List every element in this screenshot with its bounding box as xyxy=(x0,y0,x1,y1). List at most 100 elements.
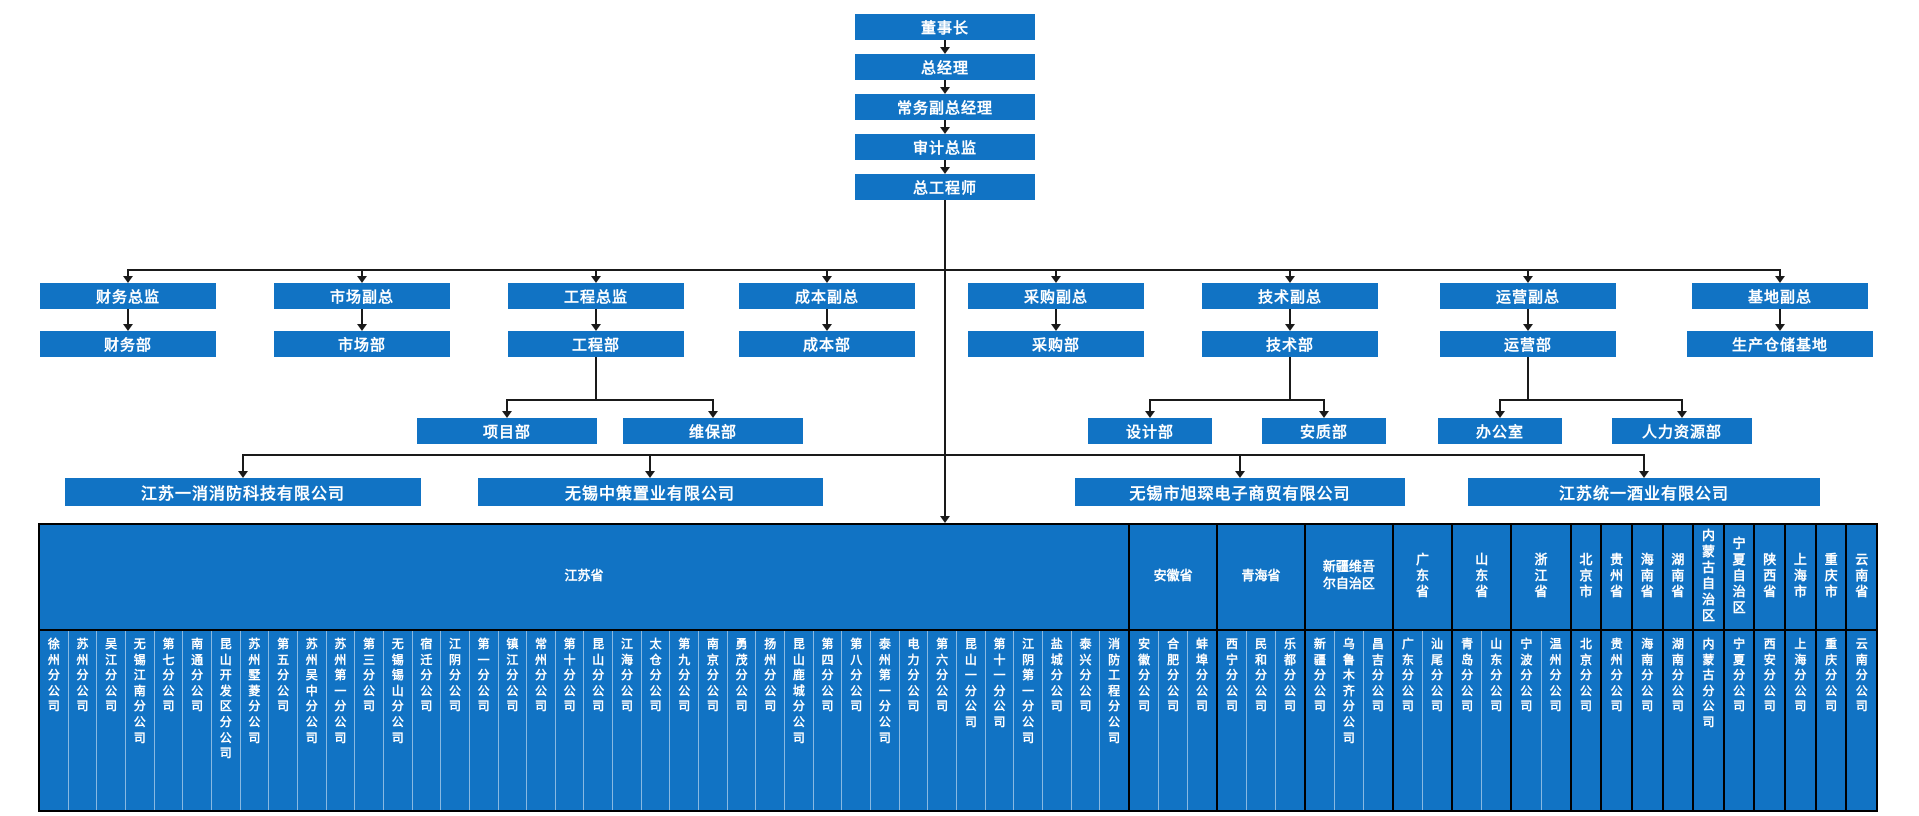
province-header: 宁夏自治区 xyxy=(1724,525,1754,631)
branch-cell: 民和分公司 xyxy=(1246,631,1275,810)
branch-label: 西宁分公司 xyxy=(1226,637,1239,714)
province-label: 湖南省 xyxy=(1671,553,1685,600)
arrow-down-icon xyxy=(1285,324,1295,331)
branch-cell: 南通分公司 xyxy=(182,631,211,810)
province-header: 内蒙古自治区 xyxy=(1694,525,1723,631)
branch-label: 第六分公司 xyxy=(936,637,949,714)
branch-cell: 南京分公司 xyxy=(698,631,727,810)
branch-label: 第七分公司 xyxy=(162,637,175,714)
region-group: 安徽省安徽分公司合肥分公司蚌埠分公司 xyxy=(1128,525,1217,810)
branch-cell: 泰州第一分公司 xyxy=(870,631,899,810)
branch-label: 昌吉分公司 xyxy=(1371,637,1384,714)
branch-cell: 贵州分公司 xyxy=(1602,631,1631,810)
branch-label: 昆山一分公司 xyxy=(964,637,977,729)
connector-line xyxy=(1499,400,1501,411)
branch-label: 江阴分公司 xyxy=(449,637,462,714)
branch-label: 山东分公司 xyxy=(1490,637,1503,714)
branch-label: 第八分公司 xyxy=(850,637,863,714)
branch-label: 无锡江南分公司 xyxy=(133,637,146,745)
branch-cell: 苏州吴中分公司 xyxy=(296,631,326,810)
branch-label: 民和分公司 xyxy=(1254,637,1267,714)
branch-cell: 乐都分公司 xyxy=(1274,631,1304,810)
branch-cell: 常州分公司 xyxy=(526,631,555,810)
region-group: 北京市北京分公司 xyxy=(1569,525,1601,810)
branch-cell: 宁夏分公司 xyxy=(1725,631,1754,810)
province-header: 新疆维吾尔自治区 xyxy=(1305,525,1392,631)
branch-label: 宁波分公司 xyxy=(1520,637,1533,714)
branch-label: 江阴第一分公司 xyxy=(1022,637,1035,745)
branch-row: 内蒙古分公司 xyxy=(1694,631,1723,810)
dept-head-box: 采购副总 xyxy=(968,283,1144,309)
region-group: 青海省西宁分公司 民和分公司乐都分公司 xyxy=(1216,525,1304,810)
region-group: 山东省青岛分公司山东分公司 xyxy=(1451,525,1511,810)
province-header: 山东省 xyxy=(1453,525,1511,631)
branch-cell: 扬州分公司 xyxy=(755,631,784,810)
branch-cell: 吴江分公司 xyxy=(96,631,125,810)
branch-label: 昆山开发区分公司 xyxy=(219,637,232,761)
province-label: 云南省 xyxy=(1855,553,1869,600)
branch-cell: 安徽分公司 xyxy=(1130,631,1158,810)
branch-label: 第十分公司 xyxy=(563,637,576,714)
connector-line xyxy=(361,270,363,276)
chain-node: 总经理 xyxy=(855,54,1035,80)
branch-label: 宁夏分公司 xyxy=(1733,637,1746,714)
branch-cell: 青岛分公司 xyxy=(1453,631,1481,810)
dept-head-box: 运营副总 xyxy=(1440,283,1616,309)
branch-cell: 第四分公司 xyxy=(812,631,842,810)
province-header: 浙江省 xyxy=(1512,525,1570,631)
branch-cell: 无锡江南分公司 xyxy=(124,631,154,810)
branch-cell: 宁波分公司 xyxy=(1512,631,1540,810)
dept-head-box: 财务总监 xyxy=(40,283,216,309)
branch-row: 徐州分公司苏州分公司吴江分公司无锡江南分公司第七分公司南通分公司昆山开发区分公司… xyxy=(40,631,1128,810)
branch-label: 南京分公司 xyxy=(706,637,719,714)
arrow-down-icon xyxy=(1319,411,1329,418)
branch-label: 内蒙古分公司 xyxy=(1702,637,1715,729)
province-label: 江苏省 xyxy=(564,568,604,584)
region-group: 内蒙古自治区内蒙古分公司 xyxy=(1692,525,1723,810)
arrow-down-icon xyxy=(1523,324,1533,331)
branch-label: 南通分公司 xyxy=(191,637,204,714)
branch-label: 北京分公司 xyxy=(1579,637,1592,714)
branch-cell: 温州分公司 xyxy=(1540,631,1570,810)
connector-line xyxy=(1239,455,1241,471)
dept-head-box: 成本副总 xyxy=(739,283,915,309)
arrow-down-icon xyxy=(1523,276,1533,283)
connector-line xyxy=(242,454,1645,456)
branch-row: 海南分公司 xyxy=(1633,631,1662,810)
branch-label: 苏州墅菱分公司 xyxy=(248,637,261,745)
region-group: 宁夏自治区宁夏分公司 xyxy=(1722,525,1754,810)
sub-dept-box: 办公室 xyxy=(1438,418,1562,444)
branch-cell: 上海分公司 xyxy=(1786,631,1815,810)
connector-line xyxy=(361,309,363,324)
arrow-down-icon xyxy=(940,127,950,134)
province-label: 青海省 xyxy=(1241,568,1281,584)
branch-cell: 乌鲁木齐分公司 xyxy=(1333,631,1363,810)
branch-label: 勇茂分公司 xyxy=(735,637,748,714)
branch-label: 吴江分公司 xyxy=(105,637,118,714)
connector-line xyxy=(1643,455,1645,471)
province-header: 广东省 xyxy=(1393,525,1452,631)
branch-label: 西安分公司 xyxy=(1763,637,1776,714)
region-group: 江苏省徐州分公司苏州分公司吴江分公司无锡江南分公司第七分公司南通分公司昆山开发区… xyxy=(40,525,1129,810)
connector-line xyxy=(1779,270,1781,276)
province-header: 江苏省 xyxy=(40,525,1129,631)
branch-cell: 内蒙古分公司 xyxy=(1694,631,1723,810)
dept-box: 生产仓储基地 xyxy=(1687,331,1873,357)
branch-label: 苏州吴中分公司 xyxy=(305,637,318,745)
dept-head-box: 基地副总 xyxy=(1692,283,1868,309)
connector-line xyxy=(1149,400,1151,411)
province-label: 重庆市 xyxy=(1824,553,1838,600)
province-label: 宁夏自治区 xyxy=(1732,537,1746,616)
branch-label: 广东分公司 xyxy=(1401,637,1414,714)
region-group: 上海市上海分公司 xyxy=(1784,525,1815,810)
dept-box: 技术部 xyxy=(1202,331,1378,357)
sub-dept-box: 设计部 xyxy=(1088,418,1212,444)
dept-box: 工程部 xyxy=(508,331,684,357)
province-header: 上海市 xyxy=(1786,525,1815,631)
branch-label: 常州分公司 xyxy=(534,637,547,714)
arrow-down-icon xyxy=(940,87,950,94)
branch-cell: 江海分公司 xyxy=(612,631,641,810)
branch-label: 乌鲁木齐分公司 xyxy=(1342,637,1355,745)
branch-row: 广东分公司汕尾分公司 xyxy=(1394,631,1451,810)
